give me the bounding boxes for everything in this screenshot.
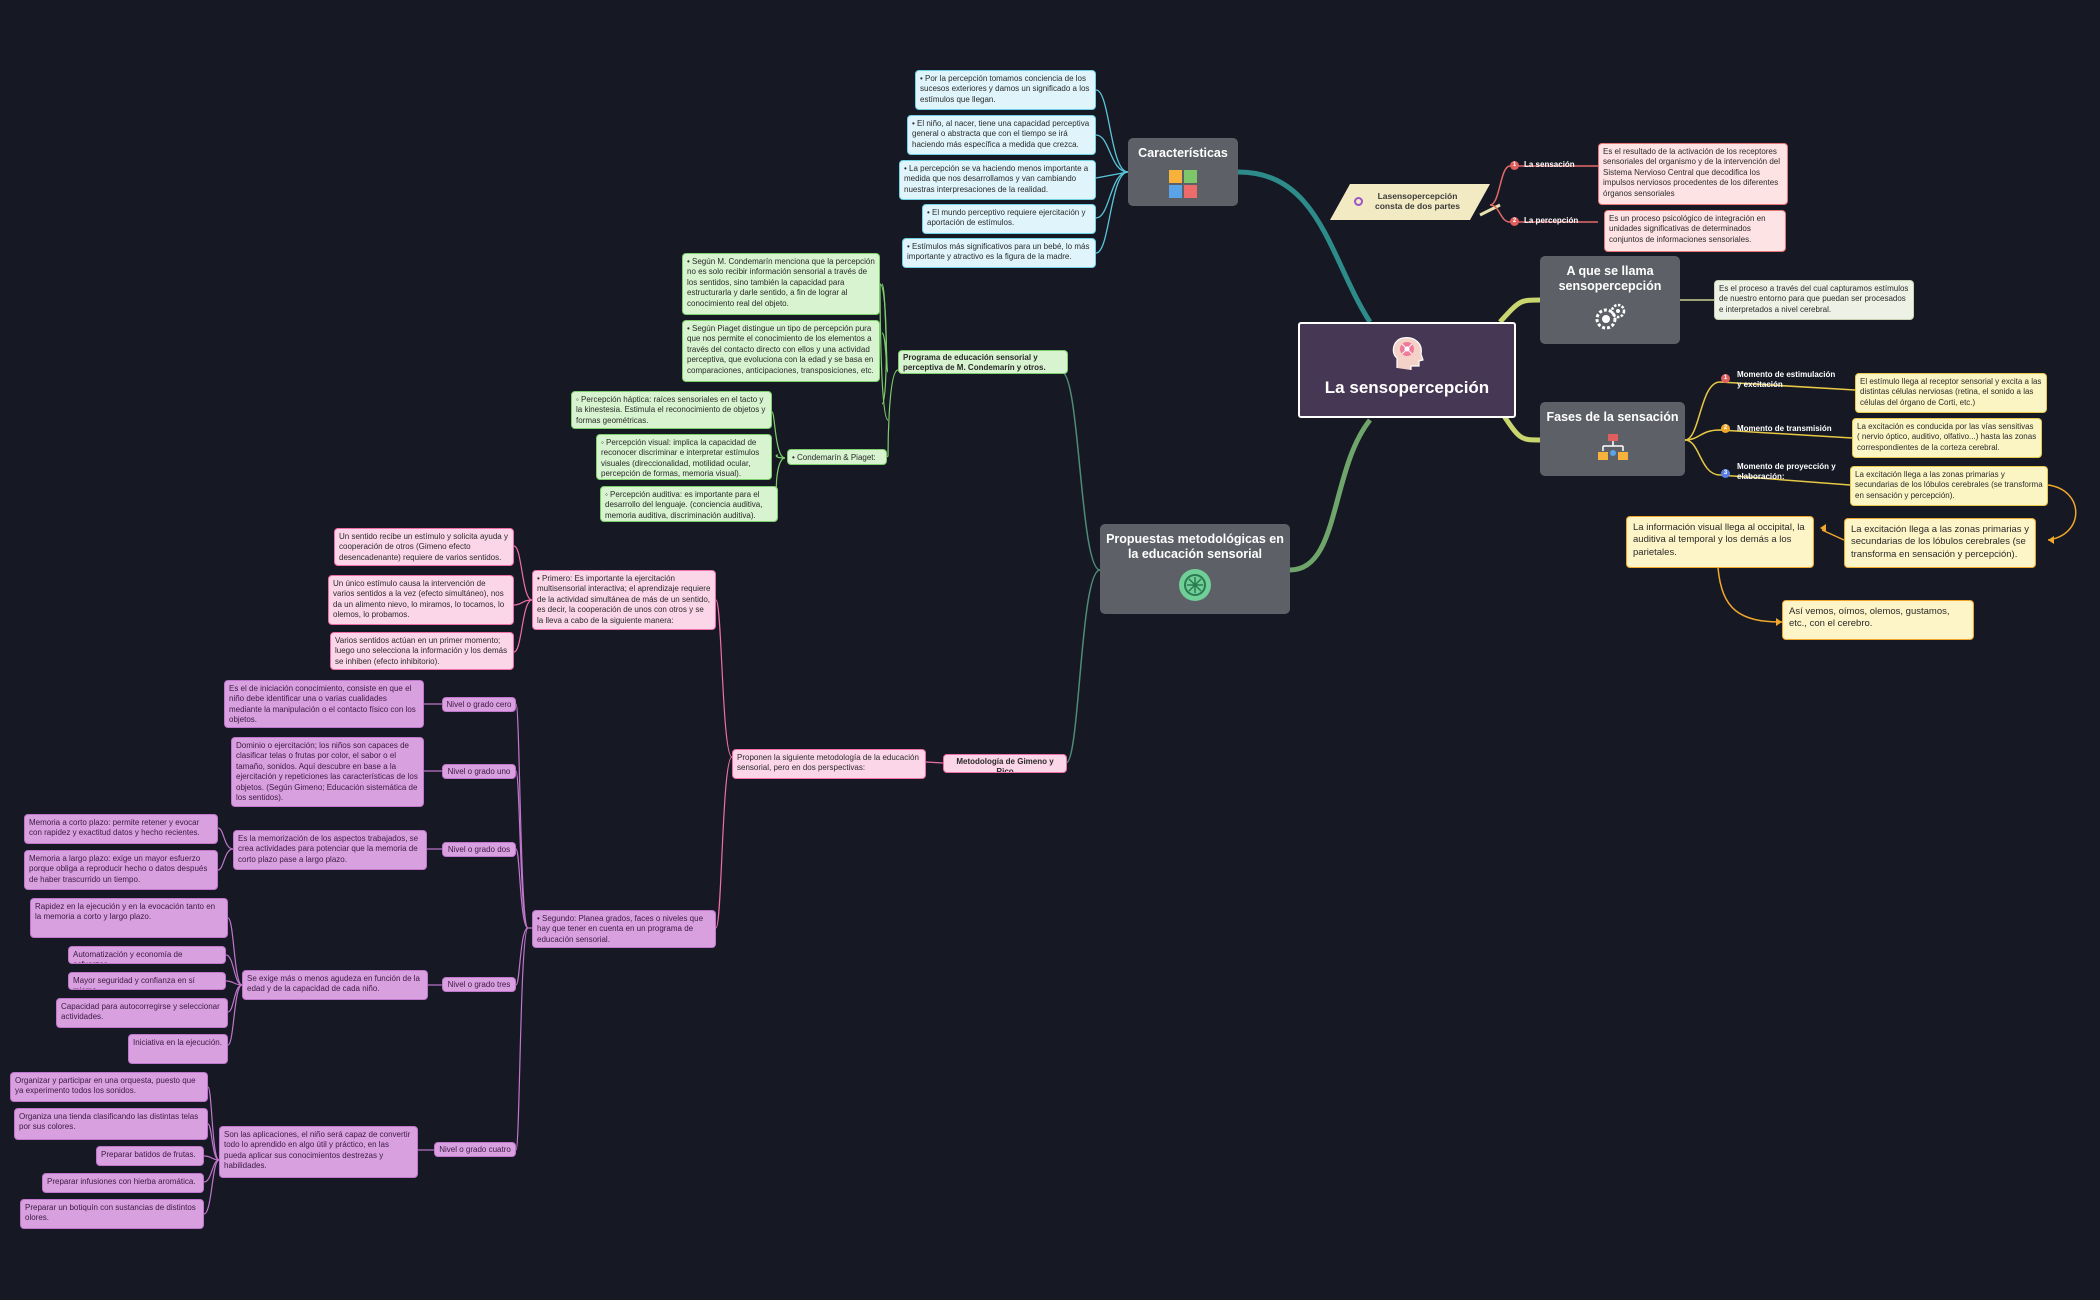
- nivel-text: Es la memorización de los aspectos traba…: [233, 830, 427, 870]
- central-topic[interactable]: La sensopercepción: [1298, 322, 1516, 418]
- fase-flow-note: La excitación llega a las zonas primaria…: [1844, 518, 2036, 568]
- nivel-cuatro-item: Organizar y participar en una orquesta, …: [10, 1072, 208, 1102]
- network-flow-icon: [1597, 433, 1629, 463]
- nivel-cuatro-item: Organiza una tienda clasificando las dis…: [14, 1108, 208, 1140]
- number-1-icon: 1: [1510, 161, 1519, 170]
- segundo-text: • Segundo: Planea grados, faces o nivele…: [532, 910, 716, 948]
- number-2-icon: 2: [1510, 217, 1519, 226]
- primero-text: • Primero: Es importante la ejercitación…: [532, 570, 716, 630]
- target-icon: [1354, 197, 1363, 206]
- nivel-cuatro-item: Preparar batidos de frutas.: [96, 1146, 204, 1166]
- nivel-label[interactable]: Nivel o grado cero: [442, 697, 516, 712]
- number-3-icon: 3: [1721, 469, 1730, 478]
- caracteristica-item: • La percepción se va haciendo menos imp…: [899, 160, 1096, 200]
- nivel-label[interactable]: Nivel o grado tres: [442, 977, 516, 992]
- caracteristicas-topic[interactable]: Características: [1128, 138, 1238, 206]
- parte-label: La sensación: [1524, 160, 1575, 169]
- caracteristica-item: • Estímulos más significativos para un b…: [902, 238, 1096, 268]
- propuestas-topic[interactable]: Propuestas metodológicas en la educación…: [1100, 524, 1290, 614]
- caracteristica-item: • El niño, al nacer, tiene una capacidad…: [907, 115, 1096, 155]
- condemarin-item: • Según M. Condemarín menciona que la pe…: [682, 253, 880, 315]
- brain-head-icon: [1389, 334, 1425, 372]
- a-que-se-llama-text: Es el proceso a través del cual capturam…: [1714, 280, 1914, 320]
- parte-text: Es un proceso psicológico de integración…: [1604, 210, 1786, 252]
- memoria-item: Memoria a largo plazo: exige un mayor es…: [24, 850, 218, 890]
- propuestas-title: Propuestas metodológicas en la educación…: [1106, 532, 1284, 561]
- a-que-se-llama-topic[interactable]: A que se llama sensopercepción: [1540, 256, 1680, 344]
- nivel-cuatro-item: Preparar un botiquín con sustancias de d…: [20, 1199, 204, 1229]
- fase-text: La excitación llega a las zonas primaria…: [1850, 466, 2048, 506]
- nivel-cuatro-item: Preparar infusiones con hierba aromática…: [42, 1173, 204, 1193]
- fase-text: La excitación es conducida por las vías …: [1852, 418, 2042, 458]
- parte-text: Es el resultado de la activación de los …: [1598, 143, 1788, 205]
- nivel-text: Es el de iniciación conocimiento, consis…: [224, 680, 424, 728]
- nivel-tres-item: Iniciativa en la ejecución.: [128, 1034, 228, 1064]
- fase-flow-note: La información visual llega al occipital…: [1626, 516, 1814, 568]
- fase-label: Momento de estimulación y excitación: [1737, 370, 1836, 389]
- parte-label: La percepción: [1524, 216, 1579, 225]
- central-title: La sensopercepción: [1324, 378, 1490, 397]
- nivel-label[interactable]: Nivel o grado dos: [442, 842, 516, 857]
- dos-partes-text: Lasensopercepción consta de dos partes: [1374, 191, 1461, 212]
- primero-item: Varios sentidos actúan en un primer mome…: [330, 632, 514, 670]
- fase-flow-note: Así vemos, oímos, olemos, gustamos, etc.…: [1782, 600, 1974, 640]
- primero-item: Un sentido recibe un estímulo y solicita…: [334, 528, 514, 566]
- fase-label: Momento de proyección y elaboración:: [1737, 462, 1836, 481]
- memoria-item: Memoria a corto plazo: permite retener y…: [24, 814, 218, 844]
- fases-topic[interactable]: Fases de la sensación: [1540, 402, 1685, 476]
- sensory-circle-icon: [1178, 568, 1212, 602]
- colorful-squares-icon: [1168, 169, 1198, 199]
- nivel-text: Dominio o ejercitación; los niños son ca…: [231, 737, 424, 807]
- percepcion-item: ◦ Percepción visual: implica la capacida…: [596, 434, 772, 480]
- nivel-text: Son las aplicaciones, el niño será capaz…: [219, 1126, 418, 1178]
- caracteristica-item: • El mundo perceptivo requiere ejercitac…: [922, 204, 1096, 234]
- nivel-tres-item: Rapidez en la ejecución y en la evocació…: [30, 898, 228, 938]
- nivel-tres-item: Mayor seguridad y confianza en sí mismo.: [68, 972, 226, 990]
- fase-label: Momento de transmisión: [1737, 424, 1832, 433]
- nivel-label[interactable]: Nivel o grado uno: [442, 764, 516, 779]
- number-1-icon: 1: [1721, 374, 1730, 383]
- primero-item: Un único estímulo causa la intervención …: [328, 575, 514, 625]
- number-2-icon: 2: [1721, 424, 1730, 433]
- dos-partes-label[interactable]: Lasensopercepción consta de dos partes: [1330, 184, 1490, 220]
- nivel-label[interactable]: Nivel o grado cuatro: [434, 1142, 516, 1157]
- fases-title: Fases de la sensación: [1546, 410, 1679, 424]
- fase-text: El estímulo llega al receptor sensorial …: [1855, 373, 2047, 413]
- caracteristica-item: • Por la percepción tomamos conciencia d…: [915, 70, 1096, 110]
- condemarin-piaget-label[interactable]: • Condemarín & Piaget:: [787, 449, 887, 465]
- nivel-tres-item: Capacidad para autocorregirse y seleccio…: [56, 998, 228, 1028]
- condemarin-item: • Según Piaget distingue un tipo de perc…: [682, 320, 880, 382]
- a-que-se-llama-title: A que se llama sensopercepción: [1558, 264, 1662, 293]
- programa-label[interactable]: Programa de educación sensorial y percep…: [898, 350, 1068, 374]
- proponen-text: Proponen la siguiente metodología de la …: [732, 749, 926, 779]
- percepcion-item: ◦ Percepción háptica: raíces sensoriales…: [571, 391, 772, 429]
- percepcion-item: ◦ Percepción auditiva: es importante par…: [600, 486, 778, 522]
- nivel-tres-item: Automatización y economía de esfuerzos.: [68, 946, 226, 964]
- caracteristicas-title: Características: [1138, 146, 1228, 160]
- gimeno-label[interactable]: Metodología de Gimeno y Rico: [943, 754, 1067, 773]
- gears-icon: [1593, 302, 1627, 332]
- nivel-text: Se exige más o menos agudeza en función …: [242, 970, 428, 1000]
